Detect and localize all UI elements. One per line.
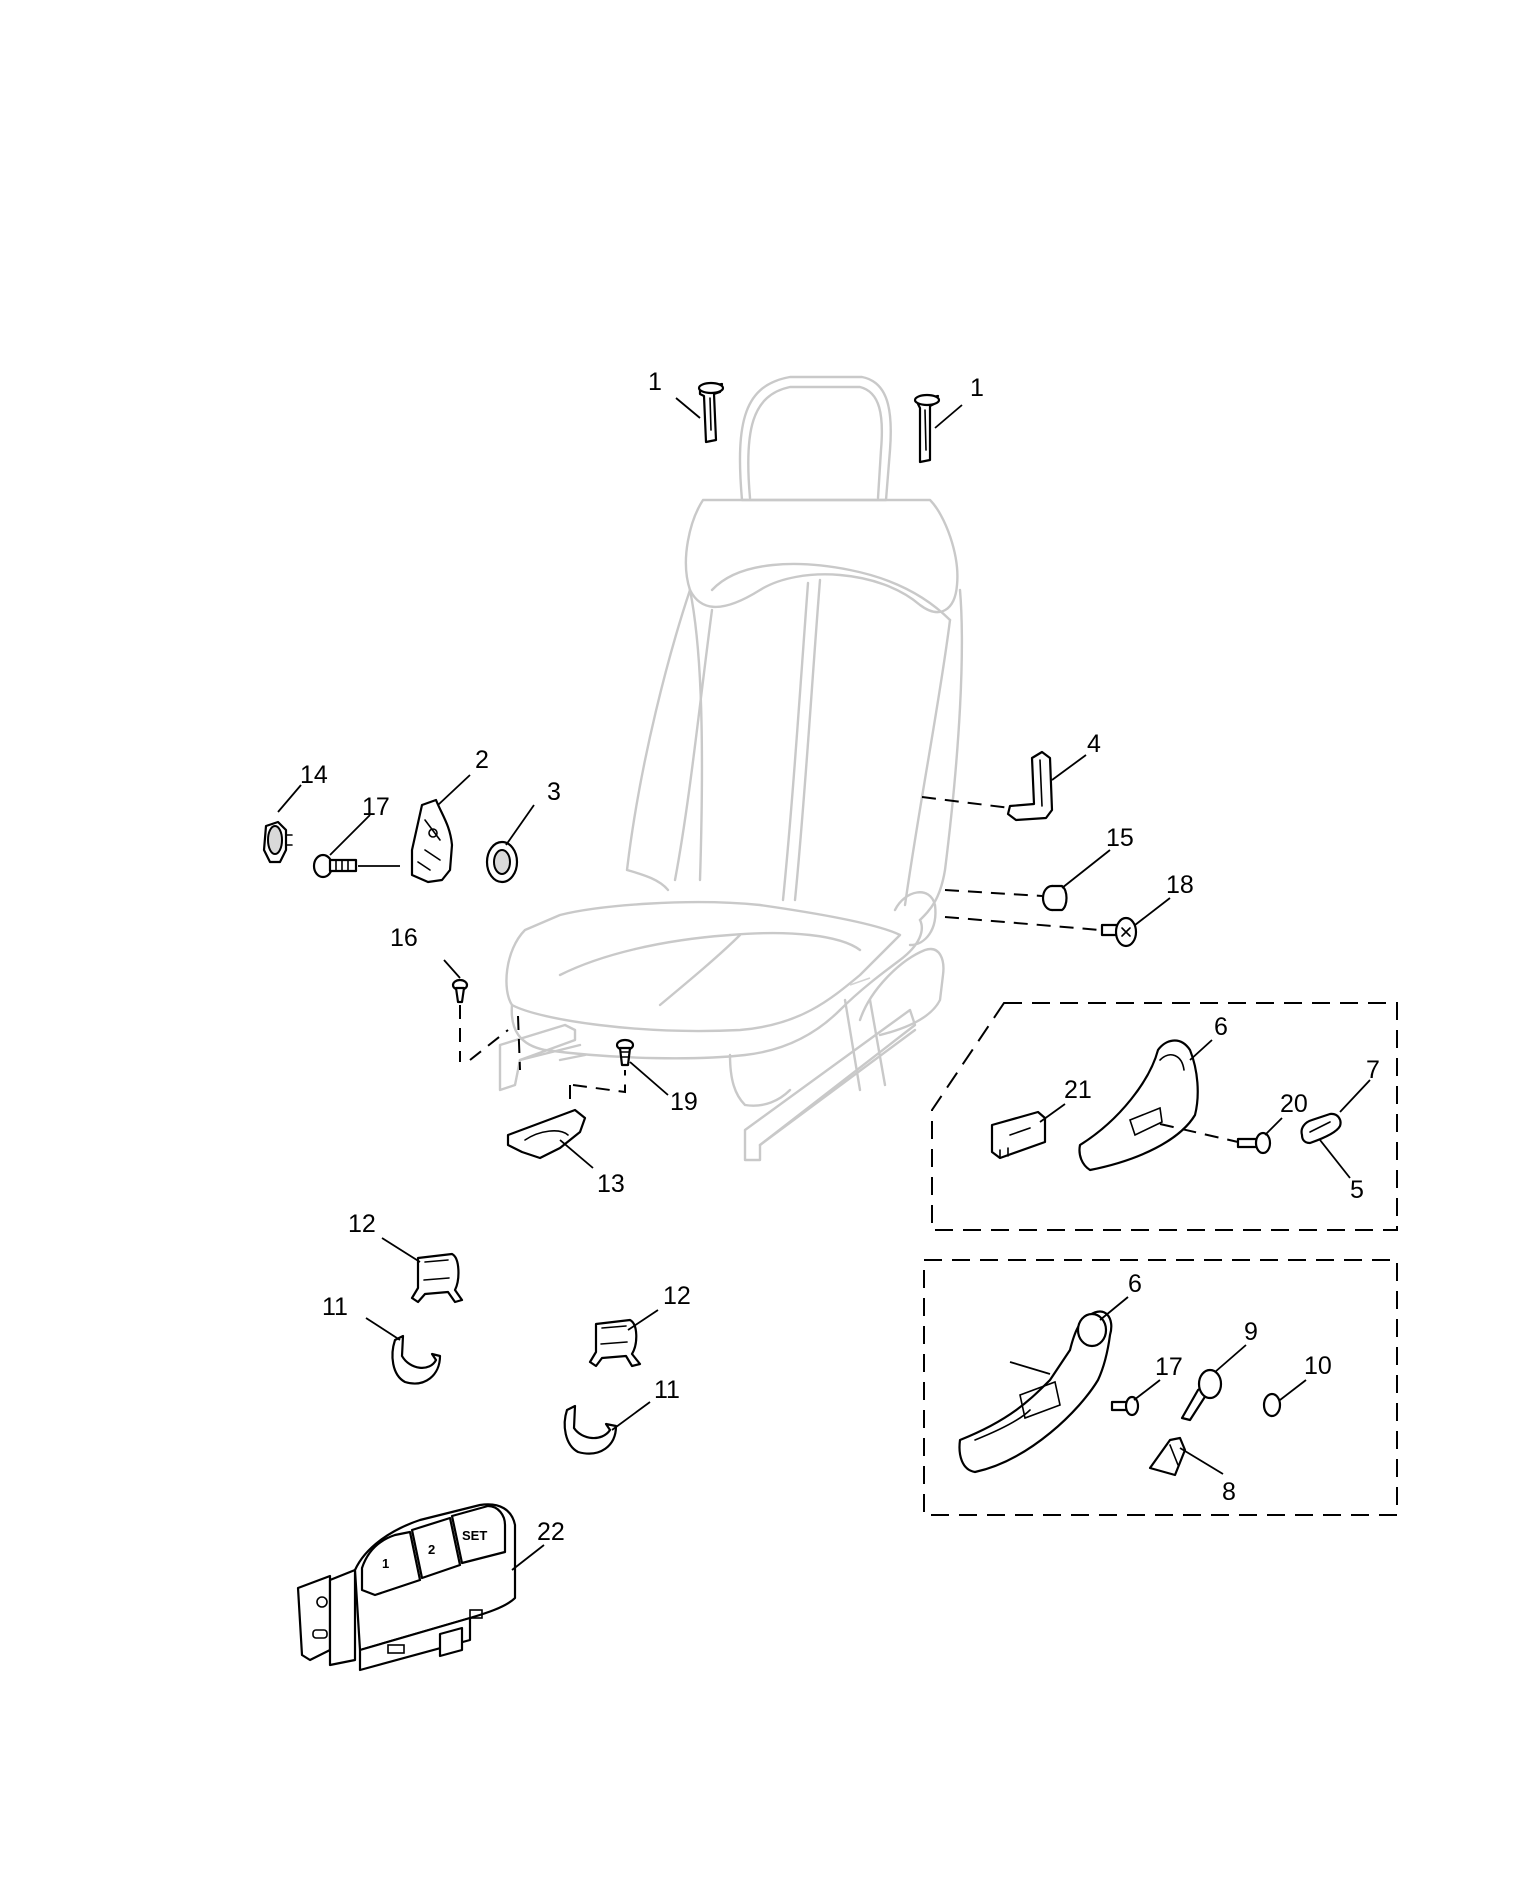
switch-key-1: 1 (382, 1556, 389, 1571)
callout-20: 20 (1280, 1090, 1308, 1118)
callout-12-right: 12 (663, 1282, 691, 1310)
callout-labels: 1 1 2 3 4 14 17 15 18 16 19 13 6 21 20 7… (300, 368, 1380, 1546)
part-2-recliner-cover (410, 798, 454, 884)
assembly-lines (358, 796, 1239, 1143)
part-11-hook-right (563, 1404, 618, 1455)
callout-17-left: 17 (362, 793, 390, 821)
part-21-module (990, 1110, 1047, 1160)
seat-assembly-outline (498, 375, 964, 1162)
part-14-knob (262, 820, 293, 864)
callout-6-upper: 6 (1214, 1013, 1228, 1041)
part-13-bracket (506, 1108, 587, 1160)
callout-22: 22 (537, 1518, 565, 1546)
callout-4: 4 (1087, 730, 1101, 758)
part-12-clip-right (588, 1318, 642, 1368)
part-18-bolt (1100, 916, 1138, 948)
switch-key-2: 2 (428, 1542, 435, 1557)
callout-14: 14 (300, 761, 328, 789)
callout-18: 18 (1166, 871, 1194, 899)
callout-19: 19 (670, 1088, 698, 1116)
callout-2: 2 (475, 746, 489, 774)
part-1-headrest-guide-left (697, 381, 725, 444)
callout-12-left: 12 (348, 1210, 376, 1238)
part-19-screw (615, 1038, 635, 1067)
callout-8: 8 (1222, 1478, 1236, 1506)
group-box-upper (931, 1002, 1398, 1231)
callout-13: 13 (597, 1170, 625, 1198)
callout-11-right: 11 (654, 1376, 680, 1404)
part-22-memory-switch: 1 2 SET (296, 1503, 517, 1672)
callout-21: 21 (1064, 1076, 1092, 1104)
callout-16: 16 (390, 924, 418, 952)
part-3-ring (485, 840, 519, 884)
callout-1-left: 1 (648, 368, 662, 396)
part-4-lever (1006, 750, 1054, 822)
switch-key-set: SET (462, 1528, 487, 1543)
part-17-bolt-left (312, 853, 358, 879)
part-10-ring (1262, 1392, 1282, 1418)
callout-15: 15 (1106, 824, 1134, 852)
callout-3: 3 (547, 778, 561, 806)
callout-7: 7 (1366, 1056, 1380, 1084)
part-8-knob (1148, 1436, 1187, 1477)
callout-10: 10 (1304, 1352, 1332, 1380)
part-1-headrest-guide-right (913, 393, 941, 464)
part-11-hook-left (391, 1334, 442, 1385)
part-7-5-switch-button (1300, 1112, 1342, 1145)
callout-1-right: 1 (970, 374, 984, 402)
callout-6-lower: 6 (1128, 1270, 1142, 1298)
callout-11-left: 11 (322, 1293, 348, 1321)
group-box-lower (923, 1259, 1398, 1516)
part-6-side-shield-upper (1078, 1039, 1199, 1172)
leader-lines (277, 397, 1371, 1571)
part-20-screw (1236, 1131, 1272, 1155)
callout-17-right: 17 (1155, 1353, 1183, 1381)
callout-5: 5 (1350, 1176, 1364, 1204)
part-12-clip-left (410, 1252, 464, 1304)
part-6-side-shield-lower (958, 1310, 1113, 1474)
part-17-bolt-right (1110, 1395, 1140, 1417)
callout-9: 9 (1244, 1318, 1258, 1346)
part-15-plug (1041, 884, 1068, 912)
part-9-lever (1180, 1368, 1223, 1422)
part-16-screw (451, 978, 469, 1004)
